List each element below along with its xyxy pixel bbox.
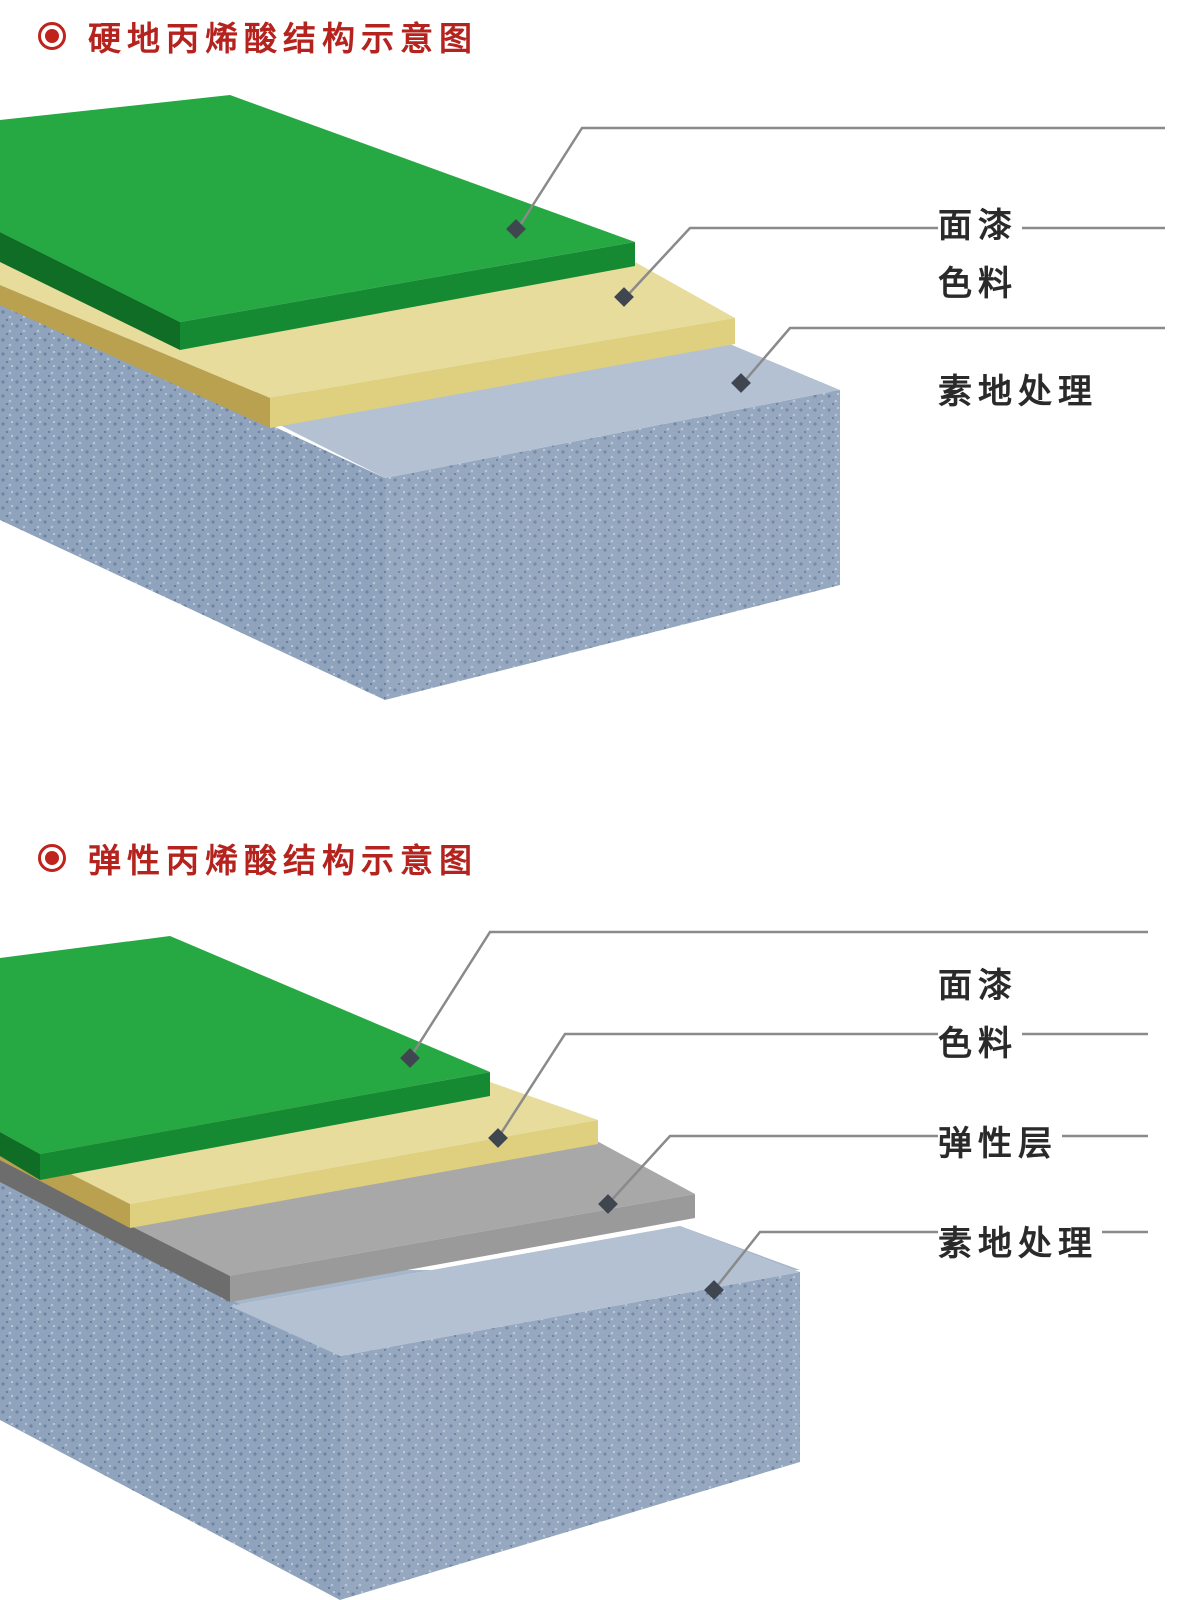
- label-substrate: 素地处理: [938, 1216, 1102, 1265]
- topcoat-front: [180, 242, 635, 350]
- topcoat-side: [0, 232, 180, 350]
- elastic-layer-side: [0, 1160, 230, 1302]
- hard-acrylic-section: 硬地丙烯酸结构示意图: [0, 0, 1200, 760]
- elastic-layer-front: [230, 1194, 695, 1302]
- red-bullet-icon: [38, 844, 66, 872]
- substrate-left-face: [0, 1180, 340, 1600]
- substrate-left-face: [0, 300, 385, 700]
- color-layer-front: [130, 1120, 598, 1228]
- elastic-layer-top: [0, 1140, 695, 1276]
- label-color: 色料: [938, 1016, 1022, 1065]
- red-bullet-icon: [38, 22, 66, 50]
- topcoat-top: [0, 936, 490, 1154]
- color-layer-side: [0, 285, 270, 428]
- label-substrate: 素地处理: [938, 364, 1102, 413]
- substrate-front-face: [385, 390, 840, 700]
- label-color: 色料: [938, 256, 1022, 305]
- color-layer-top: [0, 255, 735, 398]
- hard-acrylic-heading: 硬地丙烯酸结构示意图: [38, 12, 478, 60]
- topcoat-top: [0, 95, 635, 322]
- label-elastic: 弹性层: [938, 1116, 1062, 1165]
- elastic-acrylic-section: 弹性丙烯酸结构示意图: [0, 820, 1200, 1600]
- hard-acrylic-title: 硬地丙烯酸结构示意图: [88, 19, 478, 58]
- topcoat-front: [40, 1072, 490, 1180]
- substrate-front-face: [340, 1272, 800, 1600]
- label-topcoat: 面漆: [938, 198, 1022, 247]
- elastic-acrylic-heading: 弹性丙烯酸结构示意图: [38, 834, 478, 882]
- elastic-acrylic-title: 弹性丙烯酸结构示意图: [88, 841, 478, 880]
- leader-markers: [400, 1048, 724, 1300]
- label-topcoat: 面漆: [938, 958, 1022, 1007]
- elastic-acrylic-layer-diagram: [0, 930, 1148, 1600]
- leader-markers: [506, 219, 751, 393]
- hard-acrylic-layer-diagram: [0, 95, 1165, 700]
- color-layer-front: [270, 318, 735, 428]
- topcoat-side: [0, 1132, 40, 1180]
